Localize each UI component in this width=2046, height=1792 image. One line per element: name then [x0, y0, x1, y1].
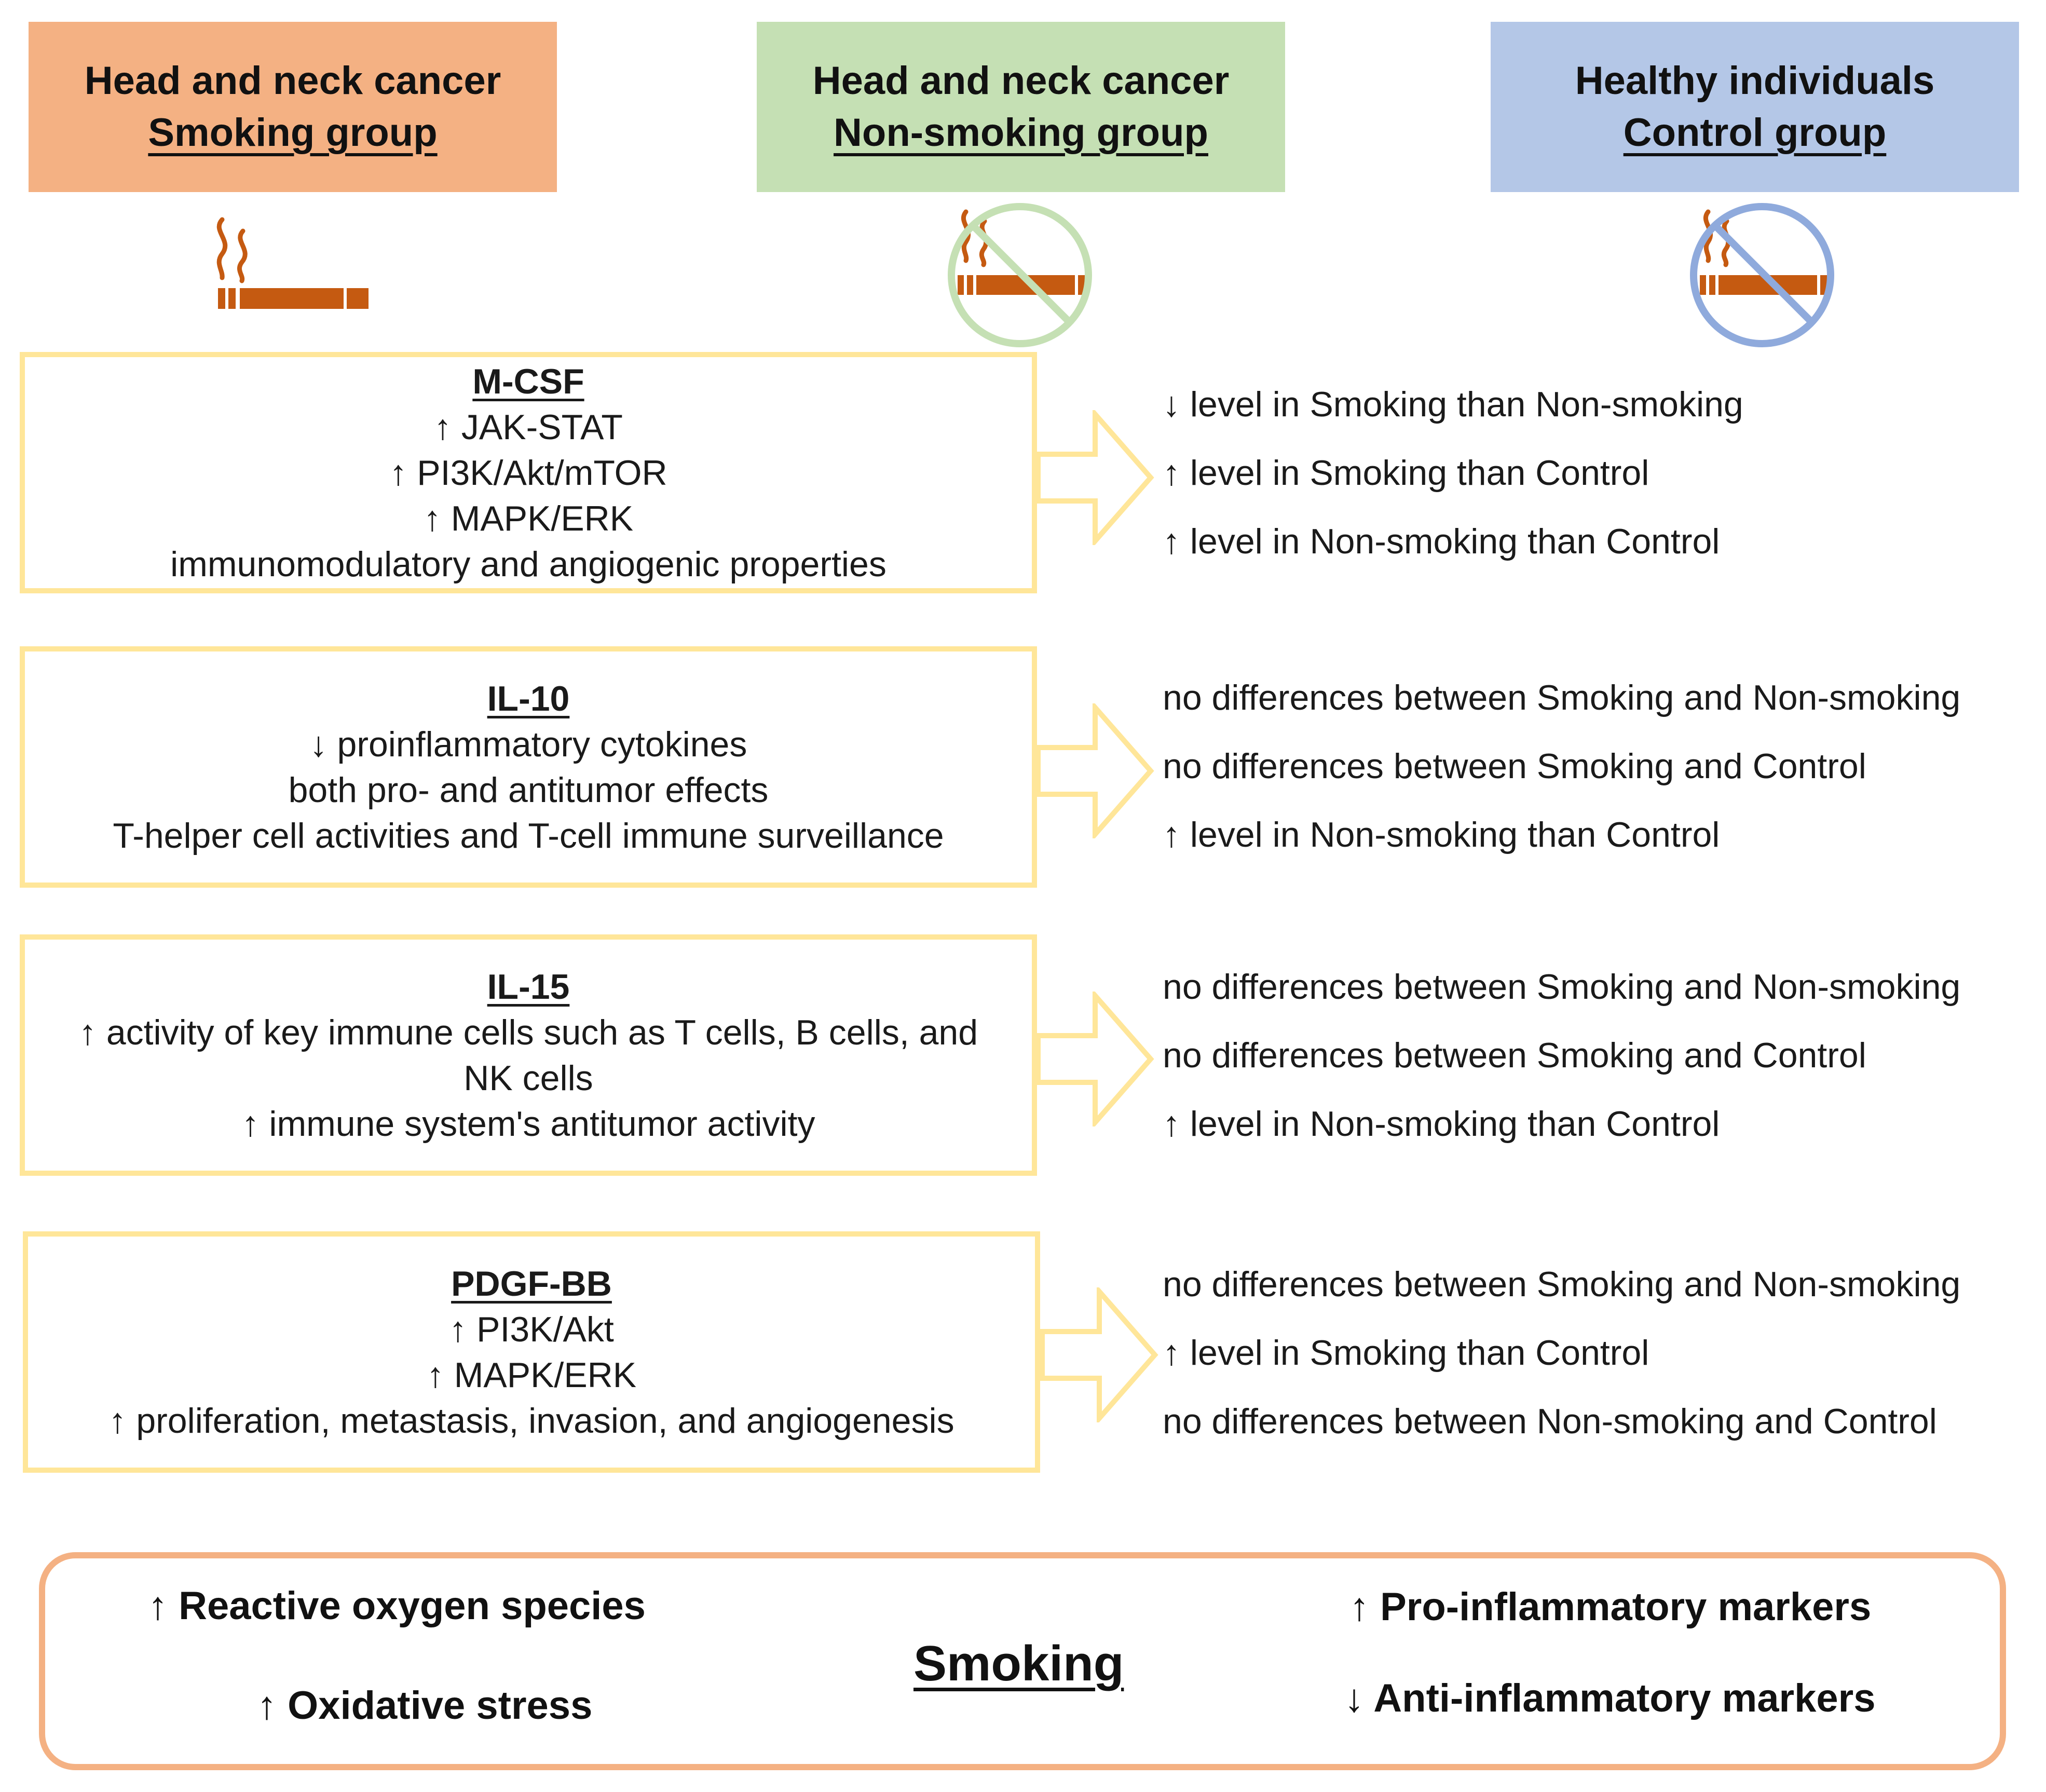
result-line: no differences between Smoking and Non-s… — [1163, 678, 1961, 717]
result-line: no differences between Smoking and Non-s… — [1163, 967, 1961, 1007]
result-line: ↑ level in Non-smoking than Control — [1163, 1104, 1720, 1144]
header-control-group: Healthy individuals Control group — [1491, 22, 2019, 192]
results-pdgf-bb: no differences between Smoking and Non-s… — [1163, 1250, 2045, 1456]
effect-pro-inflammatory-markers: ↑ Pro-inflammatory markers — [1349, 1585, 1872, 1629]
cytokine-effect-line: immunomodulatory and angiogenic properti… — [170, 544, 886, 584]
cytokine-title: M-CSF — [472, 361, 584, 401]
cytokine-box-il10: IL-10 ↓ proinflammatory cytokines both p… — [20, 646, 1037, 888]
right-arrow-icon — [1035, 992, 1154, 1126]
cytokine-effect-line: ↑ proliferation, metastasis, invasion, a… — [108, 1401, 954, 1441]
cytokine-effect-line: T-helper cell activities and T-cell immu… — [113, 816, 944, 856]
result-line: no differences between Smoking and Non-s… — [1163, 1265, 1961, 1304]
cytokine-effect-line: ↑ MAPK/ERK — [426, 1355, 637, 1395]
result-line: ↓ level in Smoking than Non-smoking — [1163, 385, 1743, 424]
result-line: no differences between Smoking and Contr… — [1163, 1036, 1866, 1075]
cytokine-title: IL-15 — [487, 967, 570, 1007]
result-line: no differences between Non-smoking and C… — [1163, 1402, 1937, 1441]
cytokine-effect-line: ↓ proinflammatory cytokines — [309, 724, 747, 764]
results-il15: no differences between Smoking and Non-s… — [1163, 953, 2045, 1158]
cytokine-box-mcsf: M-CSF ↑ JAK-STAT ↑ PI3K/Akt/mTOR ↑ MAPK/… — [20, 352, 1037, 593]
cytokine-effect-line: both pro- and antitumor effects — [288, 770, 769, 810]
cytokine-effect-line: NK cells — [463, 1058, 593, 1098]
header-nonsmoking-group: Head and neck cancer Non-smoking group — [757, 22, 1285, 192]
header-control-line1: Healthy individuals — [1575, 59, 1935, 103]
header-smoking-group: Head and neck cancer Smoking group — [29, 22, 557, 192]
result-line: ↑ level in Smoking than Control — [1163, 1333, 1649, 1373]
cytokine-effect-line: ↑ PI3K/Akt/mTOR — [389, 453, 667, 493]
result-line: ↑ level in Smoking than Control — [1163, 453, 1649, 493]
header-smoking-line2: Smoking group — [148, 111, 438, 155]
cytokine-box-il15: IL-15 ↑ activity of key immune cells suc… — [20, 934, 1037, 1176]
result-line: no differences between Smoking and Contr… — [1163, 746, 1866, 786]
cytokine-box-pdgf-bb: PDGF-BB ↑ PI3K/Akt ↑ MAPK/ERK ↑ prolifer… — [23, 1231, 1040, 1473]
results-mcsf: ↓ level in Smoking than Non-smoking ↑ le… — [1163, 370, 2045, 576]
header-nonsmoking-line2: Non-smoking group — [834, 111, 1208, 155]
right-arrow-icon — [1035, 703, 1154, 838]
header-nonsmoking-line1: Head and neck cancer — [812, 59, 1230, 103]
cytokine-title: PDGF-BB — [451, 1264, 612, 1304]
no-smoking-icon — [948, 203, 1092, 347]
cytokine-effect-line: ↑ PI3K/Akt — [449, 1309, 614, 1349]
cytokine-effect-line: ↑ immune system's antitumor activity — [241, 1104, 815, 1144]
cytokine-effect-line: ↑ MAPK/ERK — [423, 498, 634, 538]
cytokine-title: IL-10 — [487, 678, 570, 718]
cytokine-effect-line: ↑ JAK-STAT — [434, 407, 623, 447]
effect-oxidative-stress: ↑ Oxidative stress — [257, 1684, 593, 1728]
right-arrow-icon — [1035, 410, 1154, 545]
smoking-summary-title: Smoking — [913, 1636, 1124, 1691]
smoking-summary-box — [39, 1552, 2006, 1770]
header-smoking-line1: Head and neck cancer — [84, 59, 501, 103]
effect-reactive-oxygen-species: ↑ Reactive oxygen species — [148, 1584, 646, 1628]
effect-anti-inflammatory-markers: ↓ Anti-inflammatory markers — [1344, 1676, 1876, 1720]
cigarette-icon — [216, 217, 369, 309]
results-il10: no differences between Smoking and Non-s… — [1163, 663, 2045, 869]
header-control-line2: Control group — [1623, 111, 1887, 155]
cytokine-effect-line: ↑ activity of key immune cells such as T… — [78, 1012, 978, 1052]
result-line: ↑ level in Non-smoking than Control — [1163, 522, 1720, 561]
right-arrow-icon — [1040, 1287, 1158, 1422]
result-line: ↑ level in Non-smoking than Control — [1163, 815, 1720, 854]
no-smoking-icon — [1690, 203, 1834, 347]
